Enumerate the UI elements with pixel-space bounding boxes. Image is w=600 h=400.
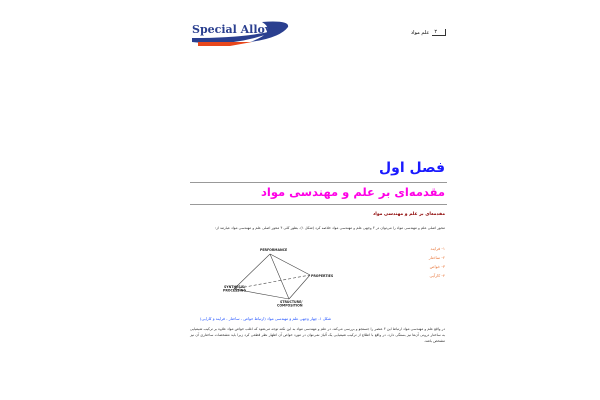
special-alloys-logo: Special Alloys [190,18,290,48]
section-heading: مقدمه‌ای بر علم و مهندسی مواد [373,212,445,217]
chapter-label: فصل اول [379,160,445,176]
label-structure: STRUCTURE/COMPOSITION [277,300,303,308]
materials-tetrahedron-figure: PERFORMANCE PROPERTIES SYNTHESIS/PROCESS… [222,247,352,312]
divider [190,204,447,205]
label-properties: PROPERTIES [311,274,334,278]
list-item: ۳- خواص [429,264,445,269]
list-item: ۴- کارآیی [429,273,445,278]
page-number: ۲ [432,29,446,36]
aspects-list: ۱- فرایند ۲- ساختار ۳- خواص ۴- کارآیی [340,244,445,280]
svg-text:Special Alloys: Special Alloys [192,23,277,36]
intro-text: محور اصلی علم و مهندسی مواد را می‌توان د… [214,226,445,230]
body-paragraph: در واقع علم و مهندسی مواد ارتباط این ۴ ع… [190,327,445,343]
figure-caption: شکل ۱- چهار وجهی علم و مهندسی مواد (ارتب… [200,316,332,321]
book-title: علم مواد [410,29,430,36]
list-item: ۱- فرایند [430,246,445,251]
label-synthesis: SYNTHESIS/PROCESSING [223,285,246,293]
running-header: ۲ علم مواد [380,29,446,36]
label-performance: PERFORMANCE [260,248,287,252]
list-item: ۲- ساختار [428,255,445,260]
chapter-title: مقدمه‌ای بر علم و مهندسی مواد [261,185,445,199]
divider [190,182,447,183]
